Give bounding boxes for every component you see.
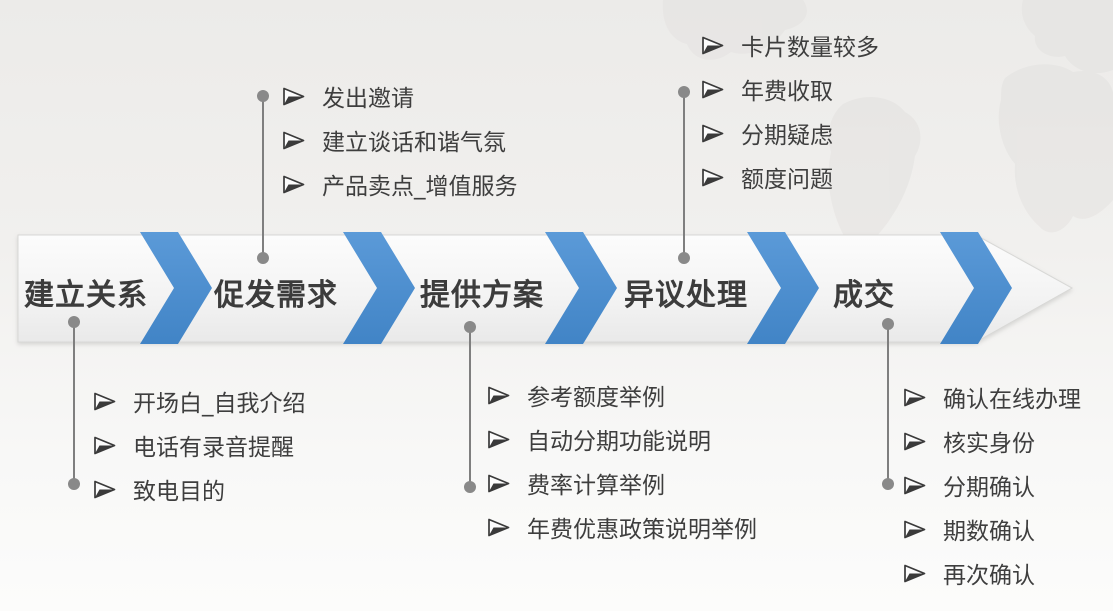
arrowhead-bullet-icon <box>903 476 926 495</box>
list-item-label: 年费收取 <box>741 79 833 105</box>
connector-dot <box>257 252 269 264</box>
list-item: 卡片数量较多 <box>701 23 879 67</box>
connector-dot <box>464 481 476 493</box>
list-item: 再次确认 <box>903 551 1081 595</box>
connector-dot <box>257 90 269 102</box>
list-item: 年费优惠政策说明举例 <box>487 505 757 549</box>
list-item: 分期确认 <box>903 463 1081 507</box>
list-item: 开场白_自我介绍 <box>93 379 306 423</box>
connector-line <box>683 92 685 258</box>
list-item: 年费收取 <box>701 67 879 111</box>
connector-dot <box>464 321 476 333</box>
stage-label-provide-solution: 提供方案 <box>420 278 544 313</box>
stage-label-trigger-demand: 促发需求 <box>214 278 338 313</box>
list-item-label: 参考额度举例 <box>527 385 665 411</box>
list-item: 电话有录音提醒 <box>93 423 306 467</box>
callout-list-handle-objections: 卡片数量较多 年费收取 分期疑虑 额度问题 <box>701 23 879 199</box>
list-item-label: 核实身份 <box>943 431 1035 457</box>
band-arrow-shape <box>17 234 1074 343</box>
connector-line <box>73 322 75 484</box>
list-item: 建立谈话和谐气氛 <box>282 118 518 162</box>
flow-chevron-icon <box>343 232 415 344</box>
list-item-label: 确认在线办理 <box>943 387 1081 413</box>
arrowhead-bullet-icon <box>903 564 926 583</box>
list-item-label: 电话有录音提醒 <box>133 435 294 461</box>
callout-list-trigger-demand: 发出邀请 建立谈话和谐气氛 产品卖点_增值服务 <box>282 74 518 206</box>
list-item-label: 自动分期功能说明 <box>527 429 711 455</box>
arrowhead-bullet-icon <box>487 430 510 449</box>
flow-chevron-icon <box>747 232 819 344</box>
connector-line <box>262 96 264 258</box>
list-item: 核实身份 <box>903 419 1081 463</box>
arrowhead-bullet-icon <box>701 124 724 143</box>
arrowhead-bullet-icon <box>282 87 305 106</box>
connector-line <box>887 324 889 484</box>
list-item: 额度问题 <box>701 155 879 199</box>
list-item-label: 发出邀请 <box>322 86 414 112</box>
arrowhead-bullet-icon <box>93 436 116 455</box>
flow-chevron-icon <box>940 232 1012 344</box>
connector-dot <box>68 478 80 490</box>
arrowhead-bullet-icon <box>903 520 926 539</box>
list-item: 参考额度举例 <box>487 373 757 417</box>
connector-dot <box>68 316 80 328</box>
process-band <box>17 232 1074 344</box>
arrowhead-bullet-icon <box>282 131 305 150</box>
connector-line <box>469 327 471 487</box>
arrowhead-bullet-icon <box>701 36 724 55</box>
list-item: 产品卖点_增值服务 <box>282 162 518 206</box>
callout-list-provide-solution: 参考额度举例 自动分期功能说明 费率计算举例 年费优惠政策说明举例 <box>487 373 757 549</box>
stage-label-build-relationship: 建立关系 <box>24 278 148 313</box>
list-item-label: 分期疑虑 <box>741 123 833 149</box>
list-item: 致电目的 <box>93 467 306 511</box>
arrowhead-bullet-icon <box>487 474 510 493</box>
arrowhead-bullet-icon <box>487 518 510 537</box>
list-item-label: 费率计算举例 <box>527 473 665 499</box>
list-item-label: 再次确认 <box>943 563 1035 589</box>
list-item-label: 开场白_自我介绍 <box>133 391 306 417</box>
list-item-label: 建立谈话和谐气氛 <box>322 130 506 156</box>
list-item-label: 卡片数量较多 <box>741 35 879 61</box>
arrowhead-bullet-icon <box>487 386 510 405</box>
list-item: 自动分期功能说明 <box>487 417 757 461</box>
list-item: 费率计算举例 <box>487 461 757 505</box>
list-item-label: 期数确认 <box>943 519 1035 545</box>
world-map-background <box>662 0 1113 248</box>
arrowhead-bullet-icon <box>93 392 116 411</box>
callout-list-build-relationship: 开场白_自我介绍 电话有录音提醒 致电目的 <box>93 379 306 511</box>
flow-chevron-icon <box>140 232 212 344</box>
arrowhead-bullet-icon <box>282 175 305 194</box>
list-item: 期数确认 <box>903 507 1081 551</box>
list-item-label: 年费优惠政策说明举例 <box>527 517 757 543</box>
flow-chevron-icon <box>545 232 617 344</box>
callout-list-close-deal: 确认在线办理 核实身份 分期确认 期数确认 再次确认 <box>903 375 1081 595</box>
arrowhead-bullet-icon <box>93 480 116 499</box>
arrowhead-bullet-icon <box>903 388 926 407</box>
list-item: 确认在线办理 <box>903 375 1081 419</box>
list-item-label: 额度问题 <box>741 167 833 193</box>
list-item-label: 产品卖点_增值服务 <box>322 174 518 200</box>
list-item-label: 分期确认 <box>943 475 1035 501</box>
connector-dot <box>678 252 690 264</box>
arrowhead-bullet-icon <box>701 168 724 187</box>
stage-label-close-deal: 成交 <box>833 278 895 313</box>
connector-dot <box>882 478 894 490</box>
list-item-label: 致电目的 <box>133 479 225 505</box>
list-item: 分期疑虑 <box>701 111 879 155</box>
arrowhead-bullet-icon <box>903 432 926 451</box>
connector-dot <box>678 86 690 98</box>
arrowhead-bullet-icon <box>701 80 724 99</box>
list-item: 发出邀请 <box>282 74 518 118</box>
connector-dot <box>882 318 894 330</box>
stage-label-handle-objections: 异议处理 <box>624 278 748 313</box>
